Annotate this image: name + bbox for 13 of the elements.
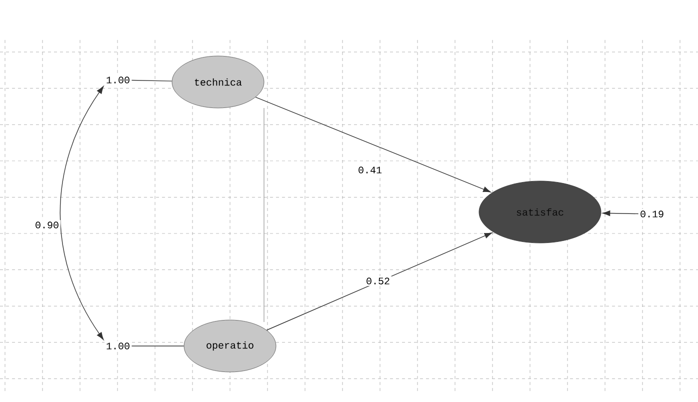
ellipse-node: satisfac <box>478 180 602 244</box>
ellipse-node: operatio <box>184 320 276 372</box>
value-label: 1.00 <box>104 75 132 85</box>
edge-label: 0.41 <box>356 165 384 175</box>
value-label: 0.19 <box>638 209 666 219</box>
arrow <box>60 86 104 340</box>
arrow <box>266 232 492 330</box>
arrow <box>602 210 639 216</box>
edge-label: 0.52 <box>364 276 392 286</box>
value-label: 1.00 <box>104 341 132 351</box>
edge-label: 0.90 <box>34 220 60 230</box>
ellipse-node: technica <box>172 56 264 108</box>
arrow <box>255 96 491 192</box>
